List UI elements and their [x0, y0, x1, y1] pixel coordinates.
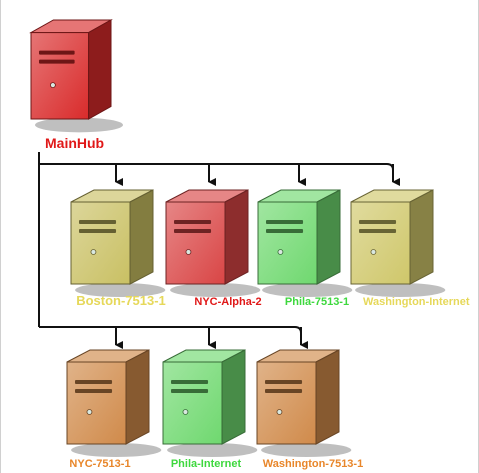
row1-bus: [39, 163, 394, 171]
server-node[interactable]: Washington-Internet: [350, 189, 470, 308]
connector-lines: [38, 152, 400, 349]
server-icon: [66, 349, 162, 457]
server-label: Boston-7513-1: [76, 293, 166, 308]
server-node[interactable]: Washington-7513-1: [256, 349, 363, 470]
server-node[interactable]: Phila-7513-1: [257, 189, 353, 308]
server-label: Washington-7513-1: [263, 458, 363, 470]
server-node[interactable]: NYC-7513-1: [66, 349, 162, 470]
server-label: NYC-7513-1: [69, 458, 130, 470]
server-icon: [165, 189, 261, 297]
main-hub-label: MainHub: [45, 135, 104, 151]
server-icon: [350, 189, 446, 297]
server-icon: [257, 189, 353, 297]
main-hub-node[interactable]: MainHub: [29, 19, 123, 151]
server-icon: [162, 349, 258, 457]
server-node[interactable]: Boston-7513-1: [70, 189, 166, 308]
server-label: NYC-Alpha-2: [194, 296, 261, 308]
row2-bus: [39, 326, 302, 334]
server-icon: [256, 349, 352, 457]
server-label: Phila-7513-1: [285, 296, 349, 308]
server-label: Washington-Internet: [363, 296, 470, 308]
server-icon: [29, 19, 123, 133]
server-node[interactable]: NYC-Alpha-2: [165, 189, 262, 308]
server-node[interactable]: Phila-Internet: [162, 349, 258, 470]
server-icon: [70, 189, 166, 297]
server-label: Phila-Internet: [171, 458, 242, 470]
